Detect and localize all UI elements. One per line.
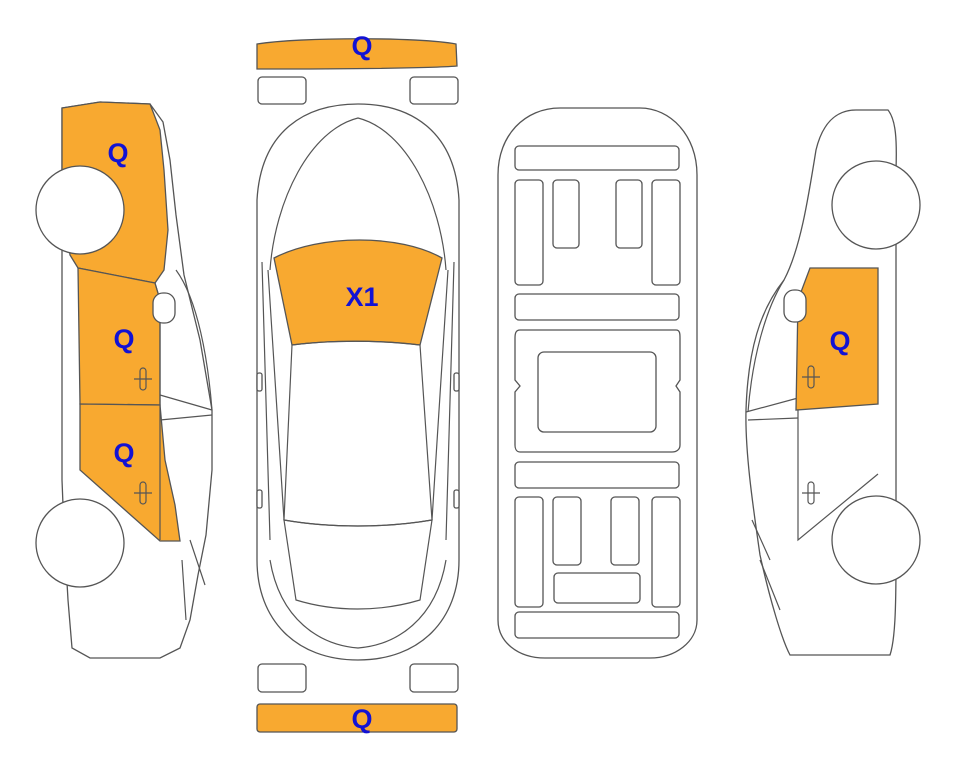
left-side-view: Q Q Q <box>35 101 213 659</box>
under-front-right-rail <box>651 179 681 286</box>
left-rear-door-label: Q <box>113 438 134 468</box>
right-handle-top <box>453 489 460 509</box>
top-body-outline <box>256 103 460 661</box>
right-rear-wheel <box>831 495 921 585</box>
right-pillar-top <box>431 261 455 541</box>
under-rear-right-inner <box>610 496 640 566</box>
hood-line <box>269 117 447 271</box>
left-pillar-top <box>261 261 285 541</box>
underbody-view <box>497 107 698 659</box>
front-left-headlight <box>257 76 307 105</box>
under-front-right-inner <box>615 179 643 249</box>
right-sill-line <box>745 397 799 421</box>
left-mirror-top <box>256 372 263 392</box>
under-mid-crossmember <box>514 293 680 321</box>
left-rear-door-panel[interactable] <box>79 403 181 542</box>
rear-left-light <box>257 663 307 693</box>
left-front-fender-label: Q <box>107 138 128 168</box>
left-front-door-label: Q <box>113 324 134 354</box>
right-mirror-top <box>453 372 460 392</box>
under-rear-left-inner <box>552 496 582 566</box>
trunk-line <box>269 559 447 649</box>
front-right-headlight <box>409 76 459 105</box>
front-bumper-panel[interactable] <box>256 38 458 70</box>
left-front-door-handle-icon <box>134 367 152 391</box>
under-rear-crossmember <box>514 461 680 489</box>
left-handle-top <box>256 489 263 509</box>
right-door-label: Q <box>829 326 850 356</box>
under-spare-well <box>553 572 641 604</box>
under-front-left-inner <box>552 179 580 249</box>
left-window-line <box>175 269 213 411</box>
right-front-wheel <box>831 160 921 250</box>
left-rear-door-handle-icon <box>134 481 152 505</box>
rear-window <box>283 519 433 610</box>
under-rear-right-rail <box>651 496 681 608</box>
right-rear-door-line <box>797 410 879 542</box>
left-mirror <box>152 292 176 324</box>
right-rear-door-handle-icon <box>802 481 820 505</box>
right-side-view: Q <box>745 109 921 656</box>
right-window-line <box>747 279 785 413</box>
under-fuel-tank <box>537 351 657 433</box>
rear-bumper-panel[interactable] <box>256 703 458 733</box>
windshield-label: X1 <box>345 282 378 312</box>
front-bumper-label: Q <box>351 31 372 61</box>
under-rear-left-rail <box>514 496 544 608</box>
left-sill-line <box>159 394 213 421</box>
rear-bumper-label: Q <box>351 704 372 734</box>
under-rear-panel <box>514 611 680 639</box>
right-lower-line <box>751 519 781 611</box>
left-pillar-line <box>181 539 206 621</box>
rear-right-light <box>409 663 459 693</box>
left-front-wheel <box>35 165 125 255</box>
under-front-left-rail <box>514 179 544 286</box>
right-front-door-handle-icon <box>802 365 820 389</box>
left-rear-wheel <box>35 498 125 588</box>
right-mirror <box>783 289 807 323</box>
under-front-crossmember <box>514 145 680 171</box>
top-view: Q X1 Q <box>256 31 460 734</box>
